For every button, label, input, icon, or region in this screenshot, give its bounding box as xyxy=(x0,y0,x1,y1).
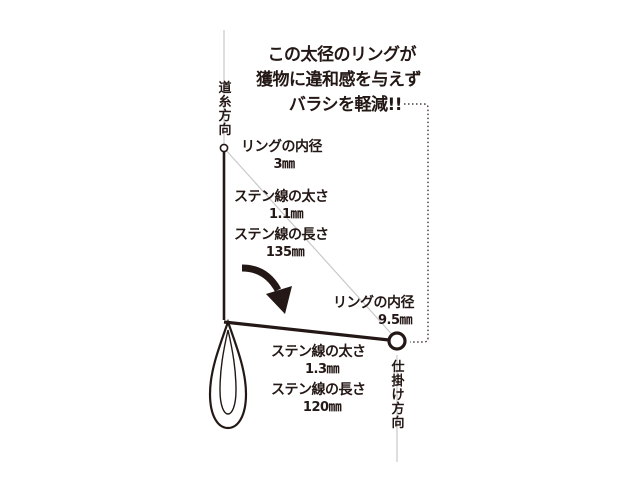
upper-wire-length-value: 135㎜ xyxy=(265,245,305,260)
sinker-inner xyxy=(219,329,237,415)
headline-line-3: バラシを軽減!! xyxy=(288,95,403,115)
lower-wire-length-label: ステン線の長さ xyxy=(271,382,366,398)
curved-arrow-head-icon xyxy=(266,286,292,314)
lower-wire-arm xyxy=(223,320,390,342)
upper-ring-label: リングの内径 xyxy=(241,139,323,155)
headline-line-1: この太径のリングが xyxy=(267,45,417,65)
upper-ring-value: 3㎜ xyxy=(273,157,295,172)
callout-dotted-line xyxy=(404,103,429,343)
sinker-outer xyxy=(208,318,248,430)
rig-direction-label: 仕掛け方向 xyxy=(391,360,405,431)
lower-wire-thickness-label: ステン線の太さ xyxy=(271,344,366,360)
lower-ring-value: 9.5㎜ xyxy=(377,313,413,328)
lower-wire-thickness-value: 1.3㎜ xyxy=(304,362,340,377)
upper-wire-thickness-value: 1.1㎜ xyxy=(268,207,304,222)
lower-ring-label: リングの内径 xyxy=(333,295,415,311)
upper-ring xyxy=(219,143,229,153)
headline-line-2: 獲物に違和感を与えず xyxy=(256,70,422,90)
upper-wire-thickness-label: ステン線の太さ xyxy=(234,189,329,205)
upper-wire-length-label: ステン線の長さ xyxy=(234,227,329,243)
curved-arrow-shaft xyxy=(241,264,282,292)
line-direction-label: 道糸方向 xyxy=(218,81,232,138)
lower-wire-length-value: 120㎜ xyxy=(302,400,342,415)
diagonal-guide-line xyxy=(223,147,398,341)
lower-ring xyxy=(387,331,407,351)
